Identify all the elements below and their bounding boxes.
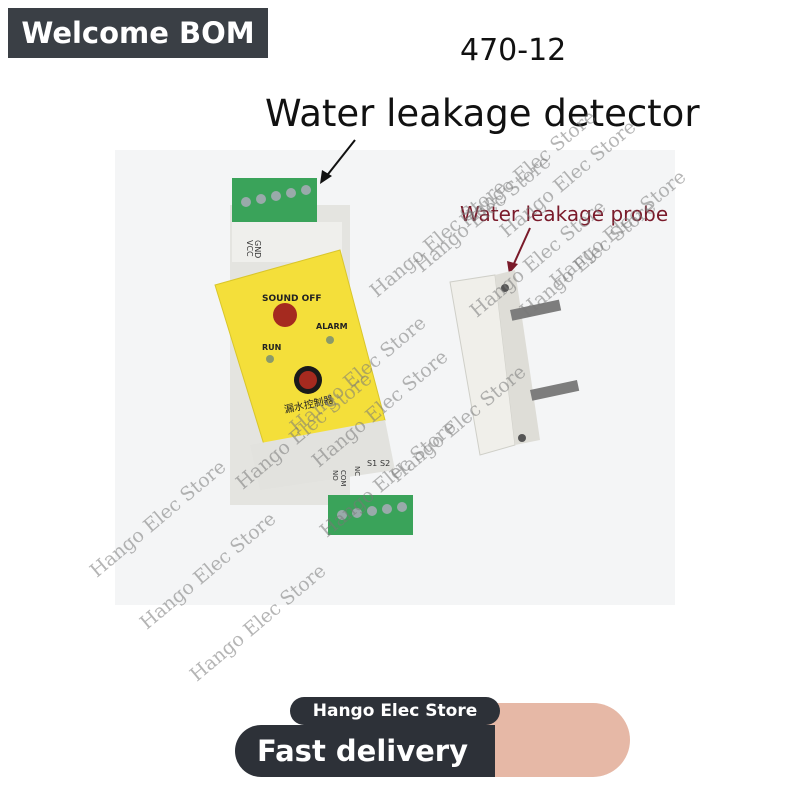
terminal-s2: S2 <box>380 459 390 468</box>
run-label: RUN <box>262 343 281 352</box>
probe-label: Water leakage probe <box>460 202 669 226</box>
terminal-no: NO <box>331 470 339 481</box>
probe-pin-lower <box>530 380 580 401</box>
terminal-vcc: VCC <box>245 240 254 257</box>
detector-device: GND VCC SOUND OFF ALARM RUN 漏水控制器 NO COM… <box>214 178 413 535</box>
water-leakage-probe <box>449 270 580 456</box>
probe-arrow <box>511 227 531 269</box>
detector-lower-body <box>250 420 395 490</box>
probe-arrow-head <box>507 261 518 274</box>
probe-pin-upper <box>509 299 562 321</box>
model-number: 470-12 <box>460 33 567 68</box>
promo-banner: Fast delivery Hango Elec Store <box>235 697 630 783</box>
welcome-badge: Welcome BOM <box>8 8 268 58</box>
product-title: Water leakage detector <box>265 92 700 135</box>
alarm-led <box>326 336 334 344</box>
fast-delivery-label: Fast delivery <box>235 725 495 777</box>
terminal-s1: S1 <box>367 459 377 468</box>
terminal-nc: NC <box>353 466 361 476</box>
detector-arrow-head <box>320 170 332 184</box>
terminal-gnd: GND <box>253 240 262 258</box>
run-led <box>266 355 274 363</box>
banner-hand-image <box>475 703 630 777</box>
alarm-label: ALARM <box>316 322 348 331</box>
terminal-com: COM <box>339 470 347 486</box>
store-name-label: Hango Elec Store <box>290 697 500 725</box>
detector-arrow <box>324 139 356 179</box>
sound-off-label: SOUND OFF <box>262 294 322 304</box>
sound-off-button <box>273 303 297 327</box>
